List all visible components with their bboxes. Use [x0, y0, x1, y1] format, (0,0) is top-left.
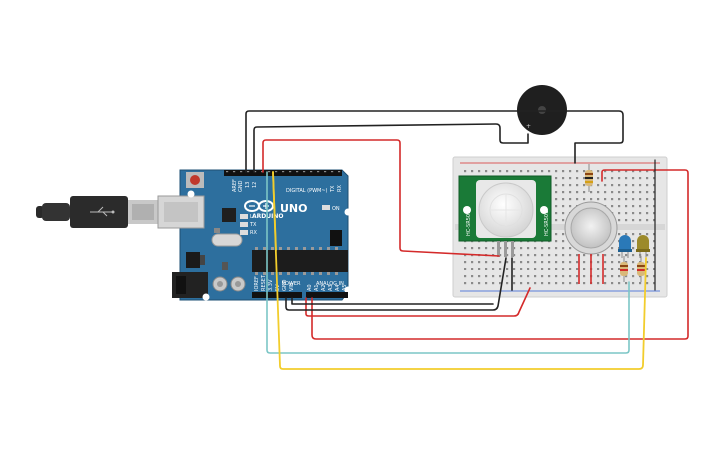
pin-label-gnd: GND	[238, 180, 244, 192]
wire-black-buzzer-gnd[interactable]	[245, 110, 624, 173]
pin-label-a2: A2	[321, 284, 327, 291]
mount-hole	[344, 208, 352, 216]
resistor-blue-led[interactable]	[620, 256, 628, 282]
pin-label-3v3: 3.3V	[268, 279, 274, 291]
pin-label-ioref: IOREF	[254, 276, 260, 291]
led-blue[interactable]	[618, 235, 632, 258]
arduino-infinity-logo	[244, 200, 274, 212]
pin-label-rx: RX	[337, 185, 343, 192]
pin-label-a5: A5	[342, 284, 348, 291]
pin-label-13: 13	[245, 182, 251, 188]
pir-label-left: HC-SR501	[466, 211, 472, 236]
wire-black-buzzer-pin[interactable]	[253, 123, 529, 173]
pin-label-a4: A4	[335, 284, 341, 291]
crystal	[211, 233, 243, 247]
pin-label-a3: A3	[328, 284, 334, 291]
pir-motion-sensor[interactable]: HC-SR501 HC-SR501	[458, 175, 552, 257]
wire-yellow-olive-led[interactable]	[272, 171, 647, 370]
pin-label-reset: RESET	[261, 274, 267, 291]
pir-label-right: HC-SR501	[544, 211, 550, 236]
pir-mount-hole	[540, 206, 548, 214]
led-label-on: ON	[332, 206, 340, 212]
led-label-tx: TX	[249, 222, 257, 228]
wire-black-gnd-2[interactable]	[291, 297, 494, 305]
usb-chip	[222, 208, 236, 222]
arduino-model-text: UNO	[280, 202, 308, 215]
icsp-header	[330, 230, 342, 246]
mount-hole	[344, 286, 352, 294]
gas-sensor[interactable]	[564, 201, 618, 284]
arduino-uno-board[interactable]: L TX RX ON ARDUINO UNO	[157, 169, 352, 301]
voltage-regulator	[186, 252, 200, 268]
pin-label-tx: TX	[330, 185, 336, 193]
pin-label-vin: VIN	[289, 282, 295, 291]
pir-mount-hole	[463, 206, 471, 214]
wire-red-pir-power[interactable]	[305, 287, 531, 317]
resistor-top[interactable]	[585, 164, 593, 192]
mount-hole	[202, 293, 210, 301]
svg-text:+: +	[526, 123, 531, 130]
wire-yellow-short[interactable]	[272, 171, 277, 251]
pin-label-a0: A0	[307, 284, 313, 291]
led-olive[interactable]	[636, 235, 650, 258]
piezo-buzzer[interactable]: +	[517, 85, 567, 135]
mount-hole	[187, 190, 195, 198]
usb-cable[interactable]	[36, 196, 158, 228]
pin-label-aref: AREF	[232, 179, 238, 192]
analog-header-label: ANALOG IN	[316, 281, 344, 287]
pin-label-a1: A1	[314, 284, 320, 291]
wire-black-gnd-rail[interactable]	[285, 257, 507, 311]
usb-symbol-icon	[90, 206, 115, 217]
pin-label-12: 12	[252, 182, 258, 188]
led-label-rx: RX	[250, 230, 257, 236]
resistor-olive-led[interactable]	[637, 256, 645, 282]
pin-label-gnd-1: GND	[282, 279, 288, 291]
led-label-l: L	[250, 214, 253, 220]
wire-red-top-rail[interactable]	[311, 169, 689, 340]
wire-cyan-blue-led[interactable]	[266, 171, 630, 354]
analog-header[interactable]	[306, 292, 348, 298]
digital-header-label: DIGITAL (PWM~)	[286, 188, 328, 194]
power-header-label: POWER	[282, 281, 301, 287]
wire-red-5v-rail[interactable]	[262, 139, 500, 257]
